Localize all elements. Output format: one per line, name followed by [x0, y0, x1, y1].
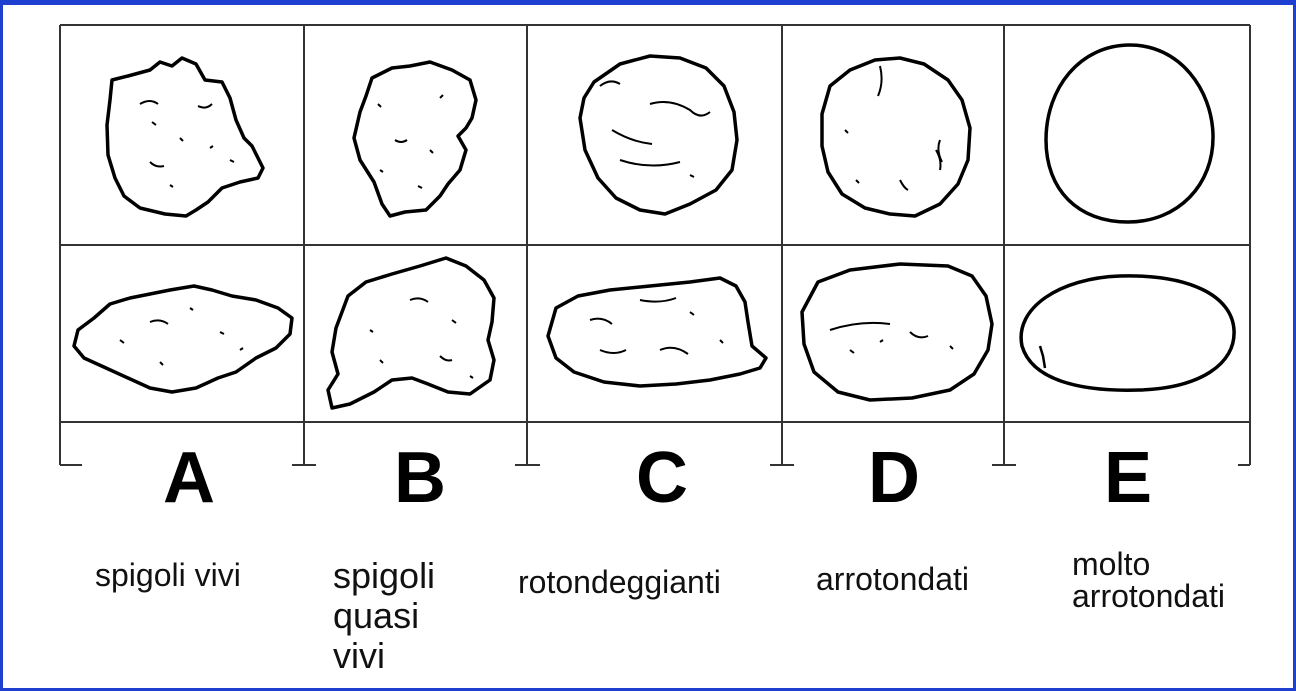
column-label-b: spigoli quasi vivi	[333, 556, 435, 676]
grain-c-side	[548, 278, 766, 386]
column-letter-a: A	[129, 438, 249, 518]
grain-c-top	[580, 56, 737, 214]
column-label-b-line: vivi	[333, 636, 435, 676]
grain-d-top	[822, 58, 970, 216]
grain-d-side	[802, 264, 992, 400]
column-label-e: molto arrotondati	[1072, 548, 1225, 612]
column-label-c-line: rotondeggianti	[518, 565, 721, 599]
grain-b-side	[328, 258, 494, 408]
grain-a-side	[74, 286, 292, 392]
column-label-d-line: arrotondati	[816, 562, 969, 596]
column-letter-d: D	[834, 438, 954, 518]
column-label-e-line: arrotondati	[1072, 580, 1225, 612]
column-label-b-line: spigoli	[333, 556, 435, 596]
column-label-c: rotondeggianti	[518, 565, 721, 599]
grid-lines	[60, 25, 1250, 465]
column-label-a-line: spigoli vivi	[95, 558, 241, 592]
column-letter-e: E	[1068, 438, 1188, 518]
grain-e-side	[1021, 276, 1234, 390]
column-label-b-line: quasi	[333, 596, 435, 636]
column-label-d: arrotondati	[816, 562, 969, 596]
grain-b-top	[354, 62, 476, 216]
column-letter-b: B	[360, 438, 480, 518]
column-label-a: spigoli vivi	[95, 558, 241, 592]
column-label-e-line: molto	[1072, 548, 1225, 580]
column-letter-c: C	[602, 438, 722, 518]
grain-e-top	[1046, 45, 1213, 222]
grain-a-top	[107, 58, 263, 216]
